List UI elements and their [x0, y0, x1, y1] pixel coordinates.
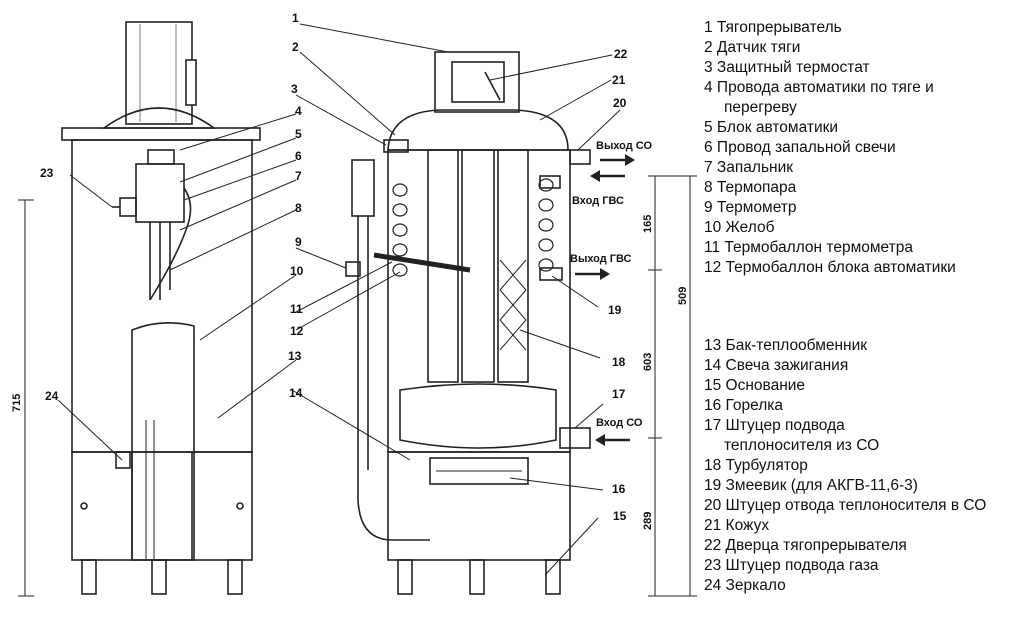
legend-item-18: 18 Турбулятор [704, 456, 986, 476]
callout-1: 1 [292, 11, 299, 25]
callout-21: 21 [612, 73, 626, 87]
legend-item-7: 7 Запальник [704, 158, 956, 178]
callout-4: 4 [295, 104, 302, 118]
legend-item-4: 4 Провода автоматики по тяге и перегреву [704, 78, 956, 118]
dimension-165: 165 [642, 215, 654, 233]
legend-item-23: 23 Штуцер подвода газа [704, 556, 986, 576]
legend-item-16: 16 Горелка [704, 396, 986, 416]
legend-item-text: 20 Штуцер отвода теплоносителя в СО [704, 497, 987, 514]
legend-item-text: 5 Блок автоматики [704, 119, 839, 136]
callout-18: 18 [612, 355, 626, 369]
section-view [345, 51, 591, 595]
legend-group-2: 13 Бак-теплообменник 14 Свеча зажигания 15… [704, 336, 986, 596]
legend-item-text: 6 Провод запальной свечи [704, 139, 896, 156]
callout-19: 19 [608, 303, 622, 317]
legend-item-text: 21 Кожух [704, 517, 770, 534]
callout-17: 17 [612, 387, 626, 401]
legend-item-text: 12 Термобаллон блока автоматики [704, 259, 956, 276]
flow-label-co-out: Выход СО [596, 140, 652, 152]
legend-item-continuation: перегреву [724, 99, 797, 116]
legend-item-text: 13 Бак-теплообменник [704, 337, 868, 354]
legend-item-6: 6 Провод запальной свечи [704, 138, 956, 158]
leader-lines [57, 23, 621, 576]
legend-item-text: 9 Термометр [704, 199, 797, 216]
callout-24: 24 [45, 389, 59, 403]
legend-item-17: 17 Штуцер подвода теплоносителя из СО [704, 416, 986, 456]
dimension-labels: 715 165 509 603 289 [11, 215, 689, 530]
legend-item-text: 15 Основание [704, 377, 806, 394]
callout-10: 10 [290, 264, 304, 278]
callout-5: 5 [295, 127, 302, 141]
dimension-715: 715 [11, 394, 23, 412]
legend-item-5: 5 Блок автоматики [704, 118, 956, 138]
legend-item-14: 14 Свеча зажигания [704, 356, 986, 376]
legend-item-continuation: теплоносителя из СО [724, 437, 880, 454]
callout-12: 12 [290, 324, 304, 338]
legend-item-21: 21 Кожух [704, 516, 986, 536]
legend-item-22: 22 Дверца тягопрерывателя [704, 536, 986, 556]
callout-7: 7 [295, 169, 302, 183]
flow-label-gvs-in: Вход ГВС [572, 195, 624, 207]
legend-item-20: 20 Штуцер отвода теплоносителя в СО [704, 496, 986, 516]
legend-item-19: 19 Змеевик (для АКГВ-11,6-3) [704, 476, 986, 496]
legend-item-text: 8 Термопара [704, 179, 797, 196]
dimension-509: 509 [677, 287, 689, 305]
legend-item-text: 18 Турбулятор [704, 457, 808, 474]
legend-item-text: 16 Горелка [704, 397, 784, 414]
legend-item-text: 7 Запальник [704, 159, 794, 176]
legend-item-text: 24 Зеркало [704, 577, 786, 594]
dimension-lines [18, 175, 697, 597]
legend-item-text: 1 Тягопрерыватель [704, 19, 842, 36]
external-view [61, 21, 261, 595]
legend-item-text: 2 Датчик тяги [704, 39, 801, 56]
legend-item-text: 3 Защитный термостат [704, 59, 870, 76]
flow-label-gvs-out: Выход ГВС [570, 253, 632, 265]
callout-6: 6 [295, 149, 302, 163]
legend-item-text: 22 Дверца тягопрерывателя [704, 537, 907, 554]
legend-item-3: 3 Защитный термостат [704, 58, 956, 78]
legend-item-10: 10 Желоб [704, 218, 956, 238]
flow-arrows [575, 158, 630, 442]
legend-item-15: 15 Основание [704, 376, 986, 396]
legend-item-text: 17 Штуцер подвода [704, 417, 845, 434]
callout-14: 14 [289, 386, 303, 400]
callout-16: 16 [612, 482, 626, 496]
flow-labels: Выход СО Вход ГВС Выход ГВС Вход СО [570, 140, 652, 429]
dimension-603: 603 [642, 353, 654, 371]
legend-item-13: 13 Бак-теплообменник [704, 336, 986, 356]
flow-label-co-in: Вход СО [596, 417, 643, 429]
legend-item-9: 9 Термометр [704, 198, 956, 218]
legend-item-2: 2 Датчик тяги [704, 38, 956, 58]
legend-item-text: 19 Змеевик (для АКГВ-11,6-3) [704, 477, 918, 494]
callout-13: 13 [288, 349, 302, 363]
legend-item-text: 11 Термобаллон термометра [704, 239, 913, 256]
legend-item-text: 14 Свеча зажигания [704, 357, 849, 374]
legend-item-1: 1 Тягопрерыватель [704, 18, 956, 38]
callout-23: 23 [40, 166, 54, 180]
legend-item-text: 23 Штуцер подвода газа [704, 557, 879, 574]
dimension-289: 289 [642, 512, 654, 530]
callouts: 1 2 3 4 5 6 7 8 9 10 11 12 13 14 15 16 1… [40, 11, 628, 523]
legend-item-text: 4 Провода автоматики по тяге и [704, 79, 934, 96]
legend-item-24: 24 Зеркало [704, 576, 986, 596]
legend-item-8: 8 Термопара [704, 178, 956, 198]
callout-8: 8 [295, 201, 302, 215]
callout-3: 3 [291, 82, 298, 96]
callout-22: 22 [614, 47, 628, 61]
callout-20: 20 [613, 96, 627, 110]
callout-15: 15 [613, 509, 627, 523]
callout-2: 2 [292, 40, 299, 54]
callout-11: 11 [290, 302, 303, 316]
legend-item-12: 12 Термобаллон блока автоматики [704, 258, 956, 278]
legend-item-text: 10 Желоб [704, 219, 775, 236]
legend-item-11: 11 Термобаллон термометра [704, 238, 956, 258]
callout-9: 9 [295, 235, 302, 249]
legend-group-1: 1 Тягопрерыватель 2 Датчик тяги 3 Защитный… [704, 18, 956, 278]
